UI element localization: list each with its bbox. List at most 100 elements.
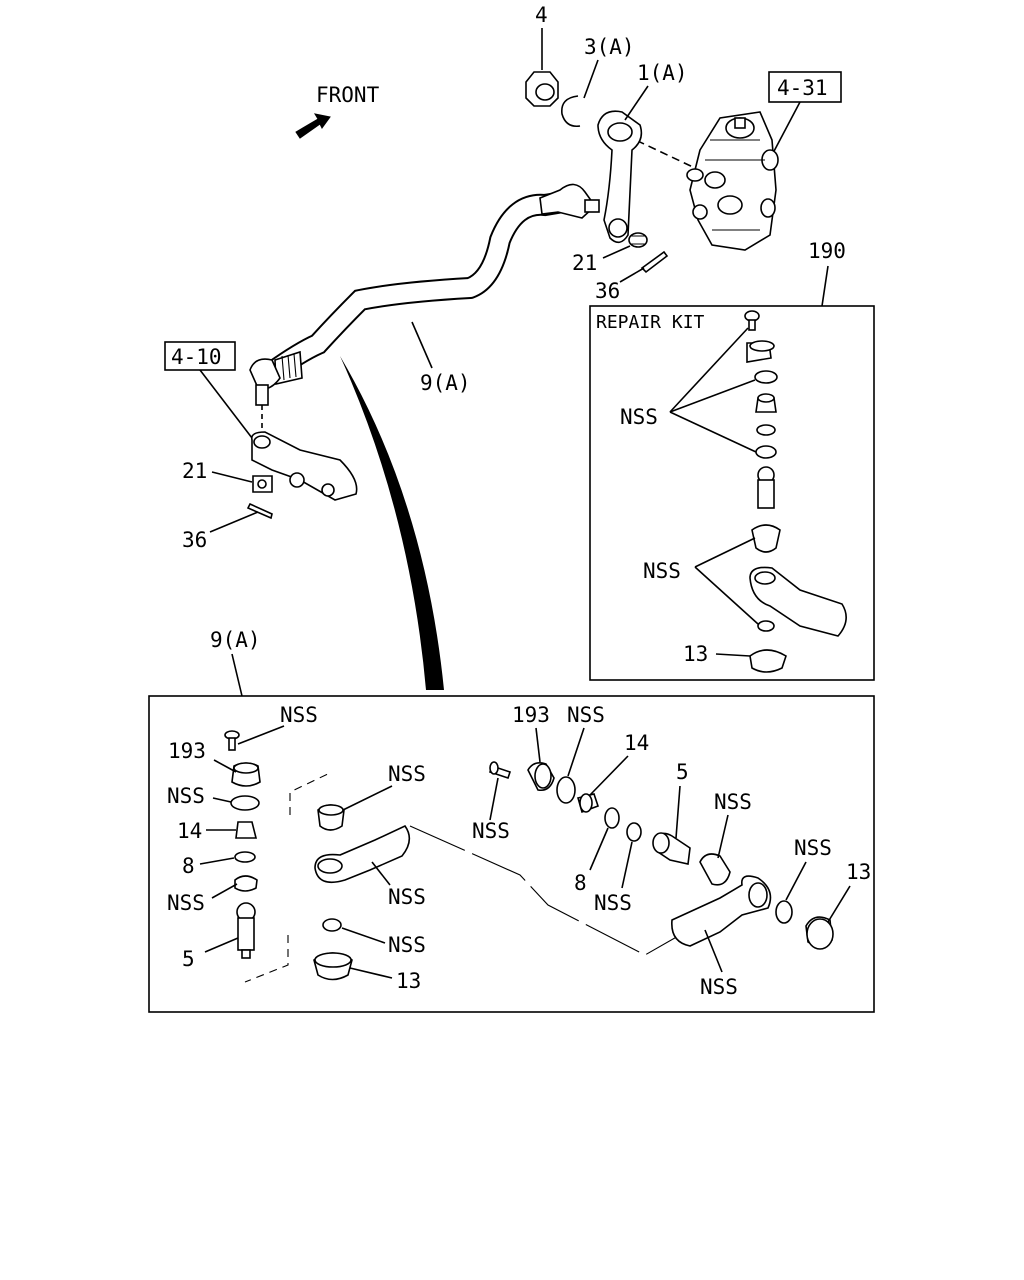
d-leader-nss-oring xyxy=(212,797,232,803)
x-leader-nss-oring xyxy=(567,727,585,777)
d-label-13: 13 xyxy=(396,969,421,993)
x-leader-14 xyxy=(589,755,629,796)
kit-cup xyxy=(751,524,781,553)
ref-box-4-31[interactable] xyxy=(768,71,842,103)
d-label-193: 193 xyxy=(168,739,206,763)
leader-9a-mid xyxy=(411,321,433,369)
cotter-pin-36-left xyxy=(246,502,273,520)
x-label-193: 193 xyxy=(512,703,550,727)
x-label-14: 14 xyxy=(624,731,649,755)
kit-plug xyxy=(749,340,775,352)
d-leader-8 xyxy=(199,857,235,865)
label-detail-9a: 9(A) xyxy=(210,628,261,652)
x-label-8: 8 xyxy=(574,871,587,895)
x-label-nss-bolt: NSS xyxy=(472,819,510,843)
label-4: 4 xyxy=(535,3,548,27)
d-leader-193 xyxy=(213,759,237,773)
leader-4-10 xyxy=(199,369,253,439)
kit-socket-body xyxy=(749,566,847,637)
label-190: 190 xyxy=(808,239,846,263)
x-label-13: 13 xyxy=(846,860,871,884)
label-21-top: 21 xyxy=(572,251,597,275)
label-36-top: 36 xyxy=(595,279,620,303)
d-label-nss-seat: NSS xyxy=(167,891,205,915)
d-leader-nss-body xyxy=(371,861,391,886)
d-label-nss-bolt: NSS xyxy=(280,703,318,727)
castle-nut-21-left xyxy=(252,475,273,493)
snap-ring-3a xyxy=(561,95,581,128)
leader-190 xyxy=(821,265,829,307)
kit-ring xyxy=(757,620,775,632)
x-leader-nss-bolt xyxy=(489,777,499,821)
front-arrow-icon xyxy=(295,113,331,139)
x-label-nss-seat: NSS xyxy=(594,891,632,915)
detail-callout-arrow xyxy=(340,356,444,690)
x-leader-8 xyxy=(589,827,609,871)
ref-box-4-31-label: 4-31 xyxy=(777,76,828,100)
x-label-5: 5 xyxy=(676,760,689,784)
d-leader-nss-ring xyxy=(341,927,386,944)
repair-kit-parts xyxy=(744,310,847,673)
kit-leader-nss-b2 xyxy=(694,566,759,625)
d-leader-nss-bolt xyxy=(237,725,285,745)
d-leader-nss-cup xyxy=(342,785,393,811)
d-leader-5 xyxy=(204,937,239,953)
leader-1a xyxy=(624,85,649,121)
kit-leader-13 xyxy=(715,653,751,657)
kit-leader-nss-a2 xyxy=(669,379,756,413)
leader-4-31 xyxy=(771,101,801,156)
label-21-left: 21 xyxy=(182,459,207,483)
d-bracket-top xyxy=(289,771,333,815)
d-label-nss-ring: NSS xyxy=(388,933,426,957)
ref-box-4-10[interactable] xyxy=(164,341,236,371)
x-label-nss-cup: NSS xyxy=(714,790,752,814)
d-leader-nss-seat xyxy=(211,883,238,899)
detail-exploded-right xyxy=(488,761,834,950)
pitman-arm xyxy=(597,110,643,244)
d-link-line xyxy=(409,825,681,956)
kit-leader-nss-b1 xyxy=(694,537,756,568)
ref-box-4-10-label: 4-10 xyxy=(171,345,222,369)
d-bracket-bottom xyxy=(244,935,289,983)
kit-seat xyxy=(755,445,777,459)
d-label-nss-body: NSS xyxy=(388,885,426,909)
x-leader-nss-body xyxy=(704,929,723,973)
d-leader-13 xyxy=(349,967,393,979)
x-label-nss-body: NSS xyxy=(700,975,738,999)
leader-detail-9a xyxy=(231,653,243,697)
x-label-nss-ring: NSS xyxy=(794,836,832,860)
x-leader-nss-ring xyxy=(785,861,807,901)
d-label-5: 5 xyxy=(182,947,195,971)
kit-boot-13 xyxy=(749,649,787,673)
leader-21-left xyxy=(211,471,253,483)
label-1a: 1(A) xyxy=(637,61,688,85)
x-leader-193 xyxy=(535,727,541,763)
leader-36-left xyxy=(209,511,259,533)
d-label-nss-oring: NSS xyxy=(167,784,205,808)
label-36-left: 36 xyxy=(182,528,207,552)
detail-middle-socket xyxy=(313,804,411,981)
x-leader-5 xyxy=(675,785,681,839)
label-9a-mid: 9(A) xyxy=(420,371,471,395)
detail-left-stack xyxy=(224,730,261,959)
d-label-14: 14 xyxy=(177,819,202,843)
front-label: FRONT xyxy=(316,83,380,107)
steering-gear-box xyxy=(686,111,779,251)
x-leader-13 xyxy=(827,885,851,923)
label-3a: 3(A) xyxy=(584,35,635,59)
kit-leader-nss-a1 xyxy=(669,327,749,413)
d-label-nss-cup: NSS xyxy=(388,762,426,786)
repair-kit-title: REPAIR KIT xyxy=(596,312,705,333)
x-leader-nss-cup xyxy=(717,814,729,859)
kit-o-ring xyxy=(754,370,778,384)
repair-kit-box xyxy=(589,305,875,681)
castle-nut-21-top xyxy=(628,232,648,248)
kit-nss-label-a: NSS xyxy=(620,405,658,429)
kit-label-13: 13 xyxy=(683,642,708,666)
kit-nss-label-b: NSS xyxy=(643,559,681,583)
nut-part-4 xyxy=(525,71,559,107)
detail-box-9a xyxy=(148,695,875,1013)
knuckle-arm xyxy=(250,431,358,501)
